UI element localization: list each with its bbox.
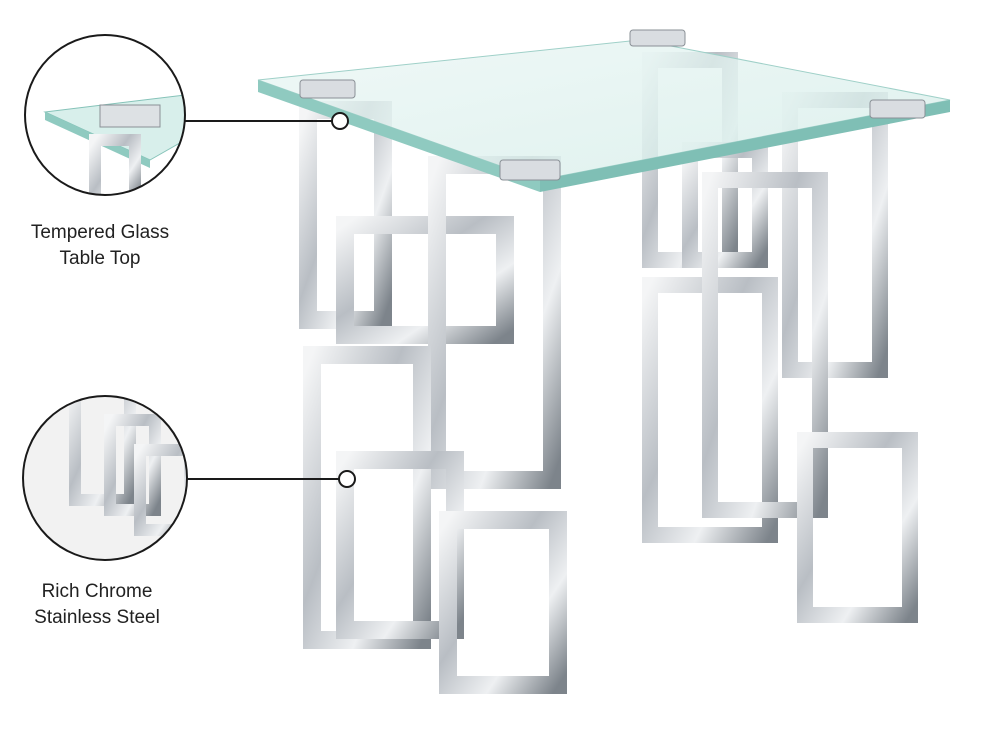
glass-callout-label: Tempered Glass Table Top <box>0 220 200 272</box>
glass-callout-circle <box>24 34 186 196</box>
chrome-label-line1: Rich Chrome <box>41 581 153 602</box>
chrome-callout-label: Rich Chrome Stainless Steel <box>0 579 197 631</box>
glass-callout <box>24 34 349 196</box>
glass-label-line2: Table Top <box>59 248 141 269</box>
glass-table-top <box>257 29 951 192</box>
chrome-callout-dot <box>338 470 356 488</box>
front-leg-left <box>299 101 567 694</box>
chrome-callout <box>22 395 356 561</box>
glass-callout-dot <box>331 112 349 130</box>
glass-label-line1: Tempered Glass <box>30 222 170 243</box>
chrome-label-line2: Stainless Steel <box>34 607 160 628</box>
